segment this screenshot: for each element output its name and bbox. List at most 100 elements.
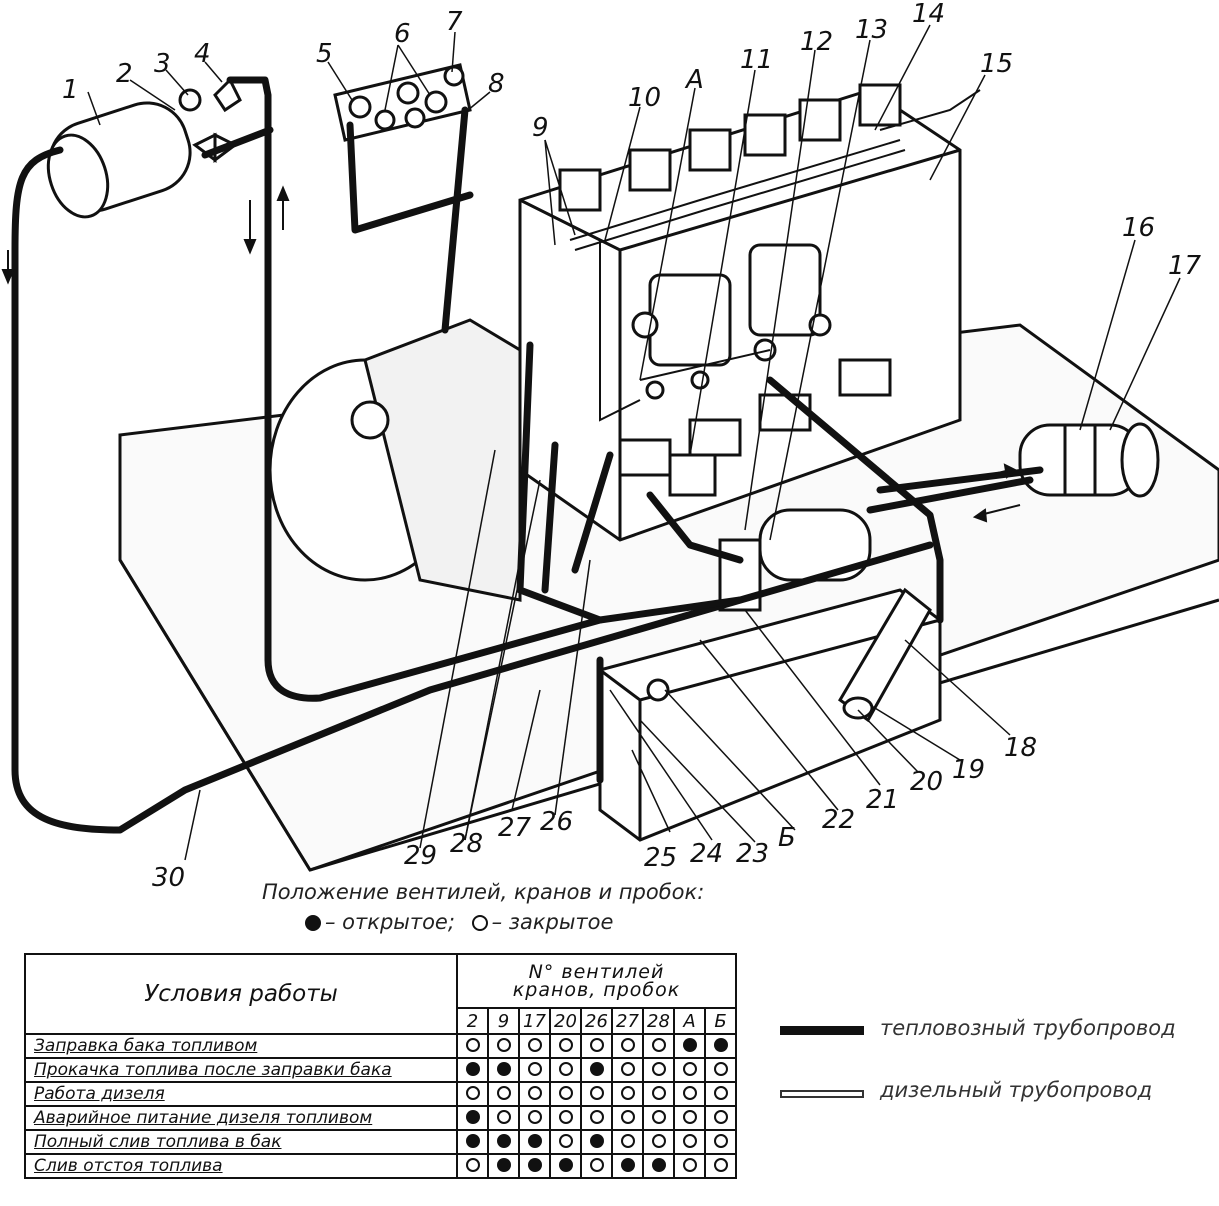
- filled-circle-icon: [558, 1157, 573, 1172]
- valve-state-cell: [549, 1105, 582, 1131]
- open-circle-icon: [496, 1085, 511, 1100]
- open-circle-icon: [651, 1061, 666, 1076]
- filled-circle-icon: [496, 1061, 511, 1076]
- valve-state-cell: [611, 1057, 644, 1083]
- filled-circle-icon: [713, 1037, 728, 1052]
- open-circle-icon: [527, 1085, 542, 1100]
- label-26: 26: [540, 807, 573, 837]
- open-circle-icon: [589, 1037, 604, 1052]
- label-9: 9: [532, 113, 549, 143]
- open-circle-icon: [465, 1157, 480, 1172]
- label-21: 21: [866, 785, 899, 815]
- label-18: 18: [1004, 733, 1037, 763]
- valve-legend-key: – открытое; – закрытое: [305, 910, 613, 934]
- open-circle-icon: [651, 1037, 666, 1052]
- label-1: 1: [62, 75, 79, 105]
- valve-state-cell: [580, 1081, 613, 1107]
- diesel-pipe-label: дизельный трубопровод: [880, 1078, 1153, 1102]
- open-circle-icon: [713, 1133, 728, 1148]
- label-15: 15: [980, 49, 1013, 79]
- valve-state-cell: [673, 1105, 706, 1131]
- valve-state-cell: [611, 1129, 644, 1155]
- valve-state-cell: [673, 1033, 706, 1059]
- valve-state-cell: [580, 1153, 613, 1179]
- filled-circle-icon: [620, 1157, 635, 1172]
- condition-cell: Слив отстоя топлива: [24, 1153, 458, 1179]
- label-7: 7: [446, 7, 463, 37]
- open-circle-icon: [713, 1085, 728, 1100]
- label-6: 6: [394, 19, 411, 49]
- open-circle-icon: [713, 1061, 728, 1076]
- label-29: 29: [404, 841, 437, 871]
- open-circle-icon: [558, 1037, 573, 1052]
- valve-header-7: А: [673, 1007, 706, 1035]
- valve-header-2: 17: [518, 1007, 551, 1035]
- open-circle-icon: [620, 1061, 635, 1076]
- label-19: 19: [952, 755, 985, 785]
- valve-state-cell: [642, 1081, 675, 1107]
- condition-cell: Заправка бака топливом: [24, 1033, 458, 1059]
- open-circle-icon: [465, 1085, 480, 1100]
- valve-state-cell: [487, 1105, 520, 1131]
- label-25: 25: [644, 843, 677, 873]
- valve-state-cell: [580, 1033, 613, 1059]
- valve-state-cell: [549, 1153, 582, 1179]
- open-circle-icon: [682, 1157, 697, 1172]
- filled-circle-icon: [527, 1157, 542, 1172]
- valve-state-cell: [673, 1057, 706, 1083]
- label-17: 17: [1168, 251, 1202, 281]
- table-row: Заправка бака топливом: [24, 1033, 737, 1059]
- valve-state-cell: [549, 1033, 582, 1059]
- valve-state-cell: [642, 1105, 675, 1131]
- valve-state-cell: [456, 1153, 489, 1179]
- open-circle-icon: [589, 1157, 604, 1172]
- valve-state-cell: [487, 1081, 520, 1107]
- valve-state-cell: [704, 1057, 737, 1083]
- open-circle-icon: [496, 1037, 511, 1052]
- valve-group-header-line1: N° вентилей: [528, 961, 665, 983]
- valve-group-header: N° вентилей кранов, пробок: [456, 953, 737, 1009]
- filled-circle-icon: [527, 1133, 542, 1148]
- label-16: 16: [1122, 213, 1155, 243]
- diesel-engine: [518, 83, 962, 542]
- label-12: 12: [800, 27, 833, 57]
- filled-circle-icon: [496, 1133, 511, 1148]
- open-circle-icon: [620, 1109, 635, 1124]
- open-circle-icon: [558, 1133, 573, 1148]
- open-circle-icon: [589, 1085, 604, 1100]
- valve-state-cell: [549, 1081, 582, 1107]
- valve-state-cell: [518, 1105, 551, 1131]
- open-circle-icon: [682, 1085, 697, 1100]
- valve-state-cell: [673, 1081, 706, 1107]
- valve-state-cell: [611, 1105, 644, 1131]
- open-circle-icon: [527, 1061, 542, 1076]
- label-2: 2: [116, 59, 133, 89]
- valve-state-cell: [580, 1057, 613, 1083]
- table-row: Работа дизеля: [24, 1081, 737, 1107]
- valve-state-cell: [518, 1033, 551, 1059]
- open-circle-icon: [471, 915, 488, 931]
- filled-circle-icon: [496, 1157, 511, 1172]
- valve-state-cell: [611, 1033, 644, 1059]
- open-circle-icon: [620, 1037, 635, 1052]
- open-circle-icon: [527, 1109, 542, 1124]
- fuel-filter-bank: [838, 587, 932, 723]
- condition-cell: Работа дизеля: [24, 1081, 458, 1107]
- valve-state-cell: [518, 1081, 551, 1107]
- leader-lines: [87, 24, 1181, 861]
- valve-group-header-line2: кранов, пробок: [512, 979, 681, 1001]
- valve-header-1: 9: [487, 1007, 520, 1035]
- diesel-pipe-swatch: [780, 1090, 864, 1098]
- legend-closed: – закрытое: [491, 910, 614, 934]
- open-circle-icon: [651, 1109, 666, 1124]
- valve-state-cell: [487, 1057, 520, 1083]
- valve-state-cell: [580, 1129, 613, 1155]
- open-circle-icon: [558, 1085, 573, 1100]
- valve-state-cell: [456, 1081, 489, 1107]
- label-30: 30: [152, 863, 185, 893]
- open-circle-icon: [558, 1061, 573, 1076]
- valve-state-cell: [456, 1129, 489, 1155]
- open-circle-icon: [496, 1109, 511, 1124]
- label-5: 5: [316, 39, 333, 69]
